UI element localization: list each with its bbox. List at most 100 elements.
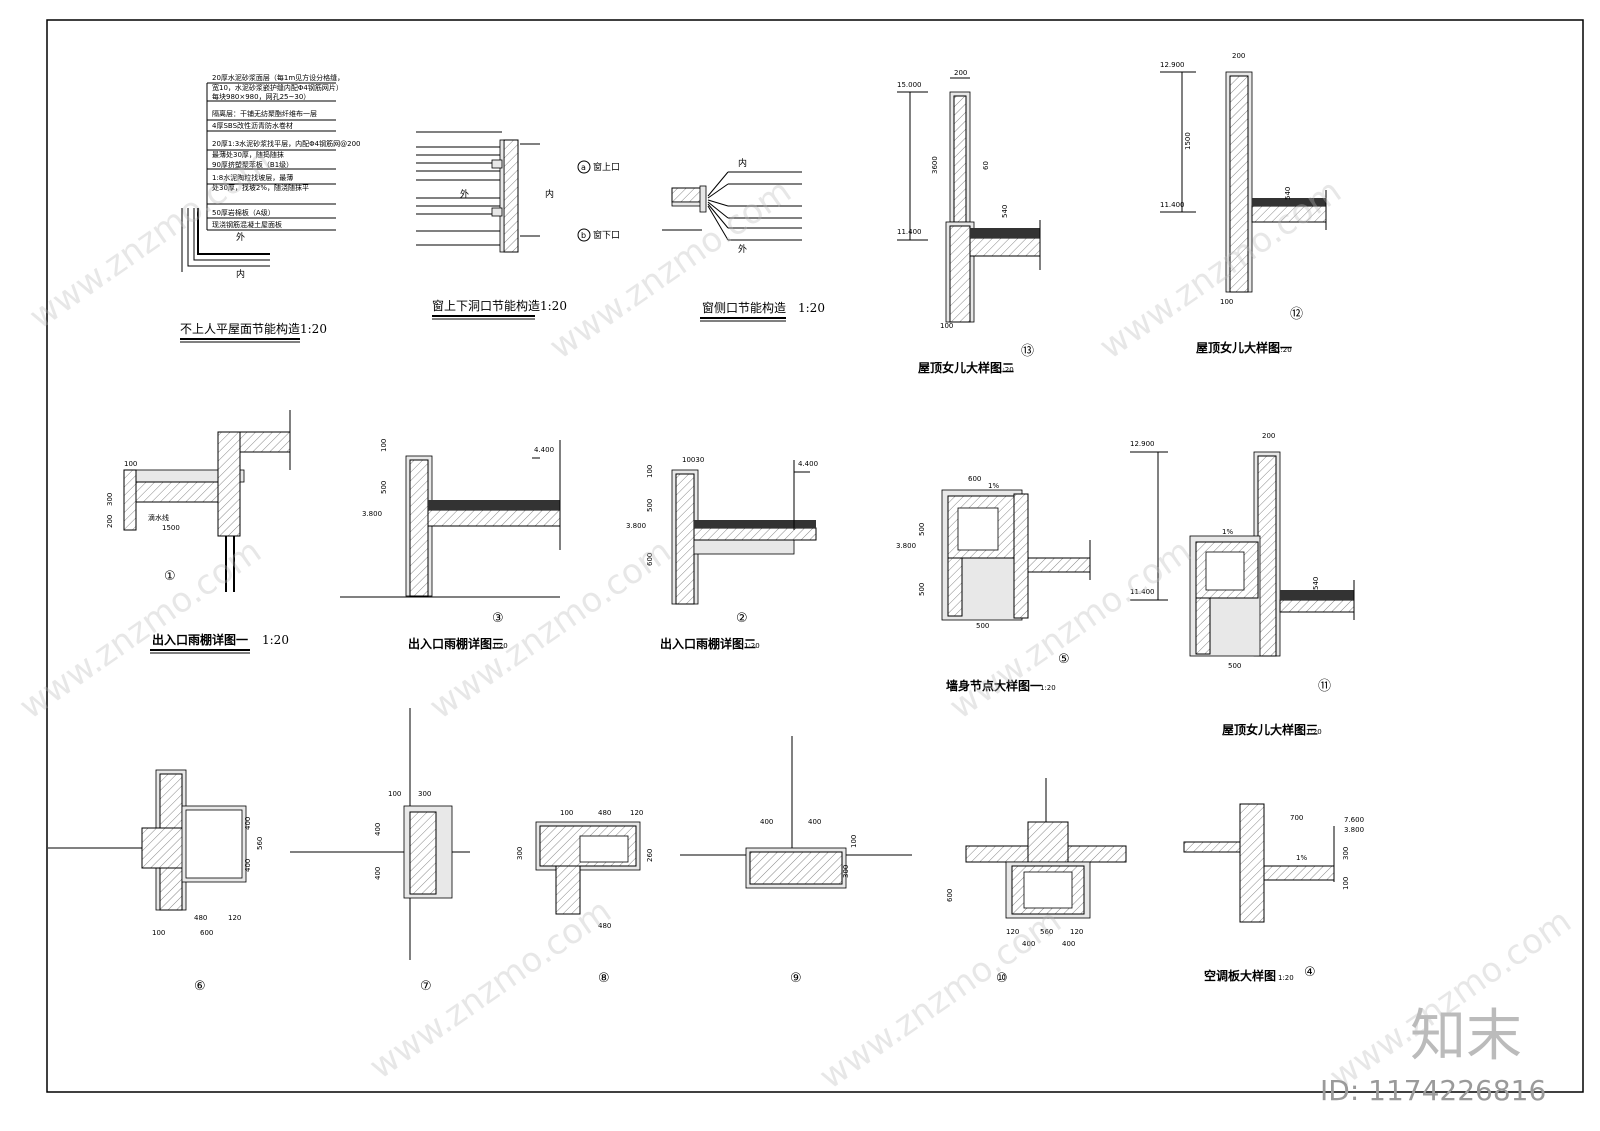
canopy2-dim-600: 600	[646, 553, 654, 566]
roof-section-detail: 20厚水泥砂浆面层（每1m见方设分格缝， 宽10，水泥砂浆嵌护缝内配Φ4钢筋网片…	[180, 73, 361, 343]
node6-dim-120: 120	[228, 914, 241, 922]
canopy3-dim-100: 100	[380, 439, 388, 452]
callout-10: ⑩	[996, 971, 1008, 986]
roof-inside-label: 内	[236, 268, 245, 280]
window-updown-detail: 外 内 a 窗上口 b 窗下口 窗上下洞口节能构造1:20	[416, 131, 620, 320]
node8-dim-480b: 480	[598, 922, 611, 930]
canopy2-title: 出入口雨棚详图二	[660, 636, 756, 651]
ac-dim-700: 700	[1290, 814, 1303, 822]
canopy2-scale: 1:20	[744, 642, 760, 650]
roof-outside-label: 外	[236, 231, 245, 243]
parapet2-elev-bot: 11.400	[897, 228, 922, 236]
canopy2-dim-100: 100	[646, 465, 654, 478]
svg-text:1:8水泥陶粒找坡层，最薄: 1:8水泥陶粒找坡层，最薄	[212, 173, 293, 182]
node10-dim-600: 600	[946, 889, 954, 902]
window-updown-title: 窗上下洞口节能构造1:20	[432, 298, 567, 313]
node9-dim-400a: 400	[760, 818, 773, 826]
node6-dim-560: 560	[256, 837, 264, 850]
callout-2: ②	[736, 611, 748, 626]
callout-11: ⑪	[1318, 679, 1331, 694]
node8-dim-100: 100	[560, 809, 573, 817]
node6-dim-480: 480	[194, 914, 207, 922]
canopy1-scale: 1:20	[262, 633, 289, 647]
callout-8: ⑧	[598, 971, 610, 986]
node9-dim-400b: 400	[808, 818, 821, 826]
roof-section-title: 不上人平屋面节能构造1:20	[180, 321, 327, 336]
canopy3-scale: 1:20	[492, 642, 508, 650]
node6-dim-400b: 400	[244, 859, 252, 872]
canopy3-elev: 4.400	[534, 446, 554, 454]
watermark-site-8: www.znzmo.com	[812, 901, 1068, 1097]
canopy1-dim-100: 100	[124, 460, 137, 468]
parapet1-dim-100: 100	[1220, 298, 1233, 306]
parapet3-title: 屋顶女儿大样图三	[1222, 722, 1318, 737]
canopy1-dim-200: 200	[106, 515, 114, 528]
parapet3-slope: 1%	[1222, 528, 1233, 536]
ac-elev-bot: 3.800	[1344, 826, 1364, 834]
wallnode-dim-500a: 500	[918, 523, 926, 536]
watermark-layer: www.znzmo.com www.znzmo.com www.znzmo.co…	[12, 141, 1578, 1097]
canopy-detail-2: 4.400 3.800 10030 100 500 600 ② 出入口雨棚详图二…	[626, 456, 818, 651]
canopy3-title: 出入口雨棚详图三	[408, 636, 504, 651]
callout-9: ⑨	[790, 971, 802, 986]
parapet-detail-2: 15.000 11.400 200 3600 540 60 100 ⑬ 屋顶女儿…	[897, 69, 1041, 375]
parapet2-dim-200: 200	[954, 69, 967, 77]
callout-13: ⑬	[1021, 344, 1034, 359]
node8-dim-120: 120	[630, 809, 643, 817]
window-side-inside-label: 内	[738, 157, 747, 169]
node10-dim-120b: 120	[1070, 928, 1083, 936]
svg-text:4厚SBS改性沥青防水卷材: 4厚SBS改性沥青防水卷材	[212, 121, 293, 130]
parapet3-dim-540: 540	[1312, 577, 1320, 590]
node7-dim-300: 300	[418, 790, 431, 798]
parapet1-elev-bot: 11.400	[1160, 201, 1185, 209]
wallnode-dim-500c: 500	[976, 622, 989, 630]
svg-text:现浇钢筋混凝土屋面板: 现浇钢筋混凝土屋面板	[212, 220, 282, 229]
parapet1-dim-200: 200	[1232, 52, 1245, 60]
ac-elev-top: 7.600	[1344, 816, 1364, 824]
node9-dim-100: 100	[850, 835, 858, 848]
ac-dim-300: 300	[1342, 847, 1350, 860]
canopy3-dim-500: 500	[380, 481, 388, 494]
parapet2-dim-60: 60	[982, 161, 990, 170]
parapet3-dim-500: 500	[1228, 662, 1241, 670]
node8-dim-260: 260	[646, 849, 654, 862]
canopy1-dim-300: 300	[106, 493, 114, 506]
svg-text:处30厚，找坡2%，随浇随抹平: 处30厚，找坡2%，随浇随抹平	[212, 183, 309, 192]
node-detail-6: 480 120 100 600 560 400 400 ⑥	[48, 769, 264, 994]
node-detail-10: 120 560 120 400 400 600 ⑩	[946, 778, 1127, 986]
node6-dim-100: 100	[152, 929, 165, 937]
parapet-detail-1: 12.900 11.400 200 1500 540 100 ⑫ 屋顶女儿大样图…	[1160, 52, 1327, 355]
callout-7: ⑦	[420, 979, 432, 994]
wallnode-dim-500b: 500	[918, 583, 926, 596]
window-side-scale: 1:20	[798, 301, 825, 315]
svg-text:b: b	[581, 231, 586, 240]
parapet2-elev-top: 15.000	[897, 81, 922, 89]
svg-text:每块980×980，网孔25~30）: 每块980×980，网孔25~30）	[212, 92, 310, 101]
canopy3-elev-low: 3.800	[362, 510, 382, 518]
watermark-brand: 知末	[1410, 1004, 1522, 1069]
window-side-detail: 内 外 窗侧口节能构造 1:20	[662, 157, 825, 322]
node10-dim-400b: 400	[1062, 940, 1075, 948]
canopy2-dim-500: 500	[646, 499, 654, 512]
callout-5: ⑤	[1058, 652, 1070, 667]
canopy1-dim-1500: 1500	[162, 524, 180, 532]
wall-node-detail-1: 600 1% 3.800 500 500 500 ⑤ 墙身节点大样图一 1:20	[896, 475, 1091, 693]
parapet3-elev-bot: 11.400	[1130, 588, 1155, 596]
window-side-title: 窗侧口节能构造	[702, 300, 786, 315]
node8-dim-300: 300	[516, 847, 524, 860]
callout-3: ③	[492, 611, 504, 626]
node8-dim-480: 480	[598, 809, 611, 817]
parapet2-dim-540: 540	[1001, 205, 1009, 218]
drip-line-label: 滴水线	[148, 513, 169, 522]
parapet1-title: 屋顶女儿大样图一	[1196, 340, 1292, 355]
window-inside-label: 内	[545, 188, 554, 200]
ac-board-detail: 700 1% 7.600 3.800 300 100 ④ 空调板大样图 1:20	[1183, 803, 1364, 983]
watermark-site-3: www.znzmo.com	[1092, 171, 1348, 367]
callout-1: ①	[164, 569, 176, 584]
watermark-site-2: www.znzmo.com	[542, 171, 798, 367]
watermark-site-7: www.znzmo.com	[362, 891, 618, 1087]
canopy2-dim-10030: 10030	[682, 456, 704, 464]
node10-dim-400a: 400	[1022, 940, 1035, 948]
svg-text:20厚1:3水泥砂浆找平层，内配Φ4钢筋网@200: 20厚1:3水泥砂浆找平层，内配Φ4钢筋网@200	[212, 139, 361, 148]
parapet-detail-3: 12.900 11.400 200 1% 540 500 ⑪ 屋顶女儿大样图三 …	[1130, 432, 1355, 737]
